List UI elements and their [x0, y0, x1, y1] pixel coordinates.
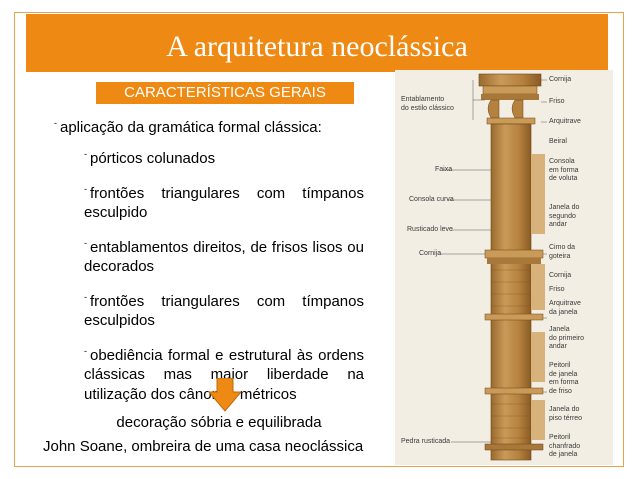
list-item-text: frontões triangulares com tímpanos escul… — [84, 292, 364, 330]
dash-marker: - — [54, 118, 57, 128]
list-item: -frontões triangulares com tímpanos escu… — [84, 288, 364, 331]
conclusion-text: decoração sóbria e equilibrada — [116, 414, 322, 431]
label-consola-voluta: Consola em forma de voluta — [549, 158, 579, 182]
main-bullet: -aplicação da gramática formal clássica: — [54, 113, 322, 138]
dash-marker: - — [84, 345, 87, 356]
list-item-text: frontões triangulares com tímpanos escul… — [84, 184, 364, 222]
label-faixa: Faixa — [435, 166, 453, 173]
label-friso-mid: Friso — [549, 286, 565, 293]
label-cornija-top: Cornija — [549, 76, 572, 83]
illustration-plate: Entablamento do estilo clássico Faixa Co… — [395, 70, 613, 465]
dash-marker: - — [84, 149, 87, 159]
list-item: -entablamentos direitos, de frisos lisos… — [84, 234, 364, 277]
frame-right-line — [623, 12, 624, 467]
list-item-text: obediência formal e estrutural às ordens… — [84, 346, 364, 403]
dash-marker: - — [84, 291, 87, 302]
label-janela-primeiro-andar: Janela do primeiro andar — [549, 326, 585, 350]
label-pedra-rusticada: Pedra rusticada — [401, 438, 451, 445]
label-consola-curva: Consola curva — [409, 196, 454, 203]
dash-marker: - — [84, 183, 87, 194]
list-item-text: pórticos colunados — [90, 150, 216, 167]
frame-bottom-line — [14, 466, 624, 467]
characteristics-list: -pórticos colunados -frontões triangular… — [84, 145, 364, 415]
label-cimo-goteira: Cimo da goteira — [549, 244, 576, 260]
window-jamb-illustration — [439, 73, 547, 461]
list-item: -pórticos colunados — [84, 145, 364, 169]
list-item: -obediência formal e estrutural às orden… — [84, 342, 364, 405]
label-cornija-mid: Cornija — [549, 272, 572, 279]
slide-title: A arquitetura neoclássica — [26, 14, 608, 72]
label-arquitrave-top: Arquitrave — [549, 118, 581, 125]
dash-marker: - — [84, 237, 87, 248]
image-caption: John Soane, ombreira de uma casa neoclás… — [43, 438, 364, 455]
label-entablamento: Entablamento do estilo clássico — [401, 96, 454, 112]
frame-top-line — [14, 12, 624, 13]
list-item-text: entablamentos direitos, de frisos lisos … — [84, 238, 364, 276]
label-janela-piso-terreo: Janela do piso térreo — [549, 406, 583, 422]
list-item: -frontões triangulares com tímpanos escu… — [84, 180, 364, 223]
down-arrow-icon — [208, 378, 242, 412]
section-subtitle: CARACTERÍSTICAS GERAIS — [96, 82, 354, 104]
label-cornija-left: Cornija — [419, 250, 442, 257]
label-janela-segundo-andar: Janela do segundo andar — [549, 204, 580, 228]
main-bullet-text: aplicação da gramática formal clássica: — [60, 119, 322, 136]
label-rusticado-leve: Rusticado leve — [407, 226, 453, 233]
label-arquitrave-janela: Arquitrave da janela — [549, 300, 581, 316]
label-peitoril-friso: Peitoril de janela em forma de friso — [549, 362, 579, 395]
label-friso-top: Friso — [549, 98, 565, 105]
label-peitoril-chanfrado: Peitoril chanfrado de janela — [549, 434, 581, 458]
label-beiral: Beiral — [549, 138, 567, 145]
frame-left-line — [14, 12, 15, 467]
